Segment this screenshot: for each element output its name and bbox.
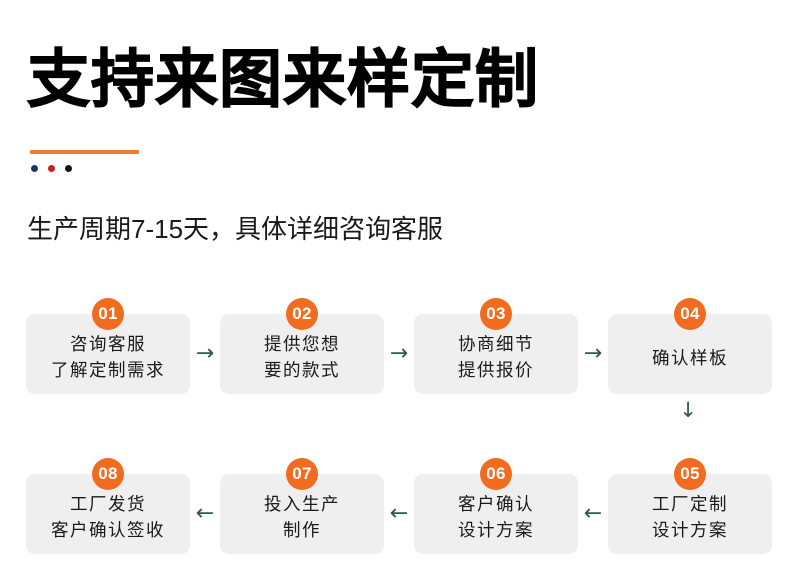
step-label-line-1: 工厂定制	[652, 494, 728, 514]
arrow-left-icon: ←	[389, 501, 409, 526]
step-label: 工厂定制 设计方案	[646, 491, 734, 543]
process-step-06: 06 客户确认 设计方案	[414, 458, 578, 554]
page-subtitle: 生产周期7-15天，具体详细咨询客服	[27, 214, 444, 244]
step-number-badge: 06	[480, 458, 512, 490]
step-number-badge: 01	[92, 298, 124, 330]
step-label: 投入生产 制作	[258, 491, 346, 543]
process-step-04: 04 确认样板	[608, 298, 772, 394]
step-label-line-2: 设计方案	[458, 520, 534, 540]
step-label-line-2: 了解定制需求	[51, 360, 165, 380]
process-flow-row-bottom: 08 工厂发货 客户确认签收 ← 07 投入生产 制作 ← 06 客户确认 设计…	[0, 458, 790, 558]
step-label-line-1: 客户确认	[458, 494, 534, 514]
process-step-02: 02 提供您想 要的款式	[220, 298, 384, 394]
step-label: 客户确认 设计方案	[452, 491, 540, 543]
step-label-line-1: 咨询客服	[70, 334, 146, 354]
step-number-badge: 07	[286, 458, 318, 490]
arrow-left-icon: ←	[583, 501, 603, 526]
arrow-right-icon: →	[389, 341, 409, 366]
arrow-left-icon: ←	[195, 501, 215, 526]
step-label: 工厂发货 客户确认签收	[45, 491, 171, 543]
step-number-badge: 03	[480, 298, 512, 330]
step-label-line-2: 提供报价	[458, 360, 534, 380]
step-label-line-1: 确认样板	[652, 348, 728, 368]
step-number-badge: 05	[674, 458, 706, 490]
step-label-line-2: 设计方案	[652, 520, 728, 540]
process-step-08: 08 工厂发货 客户确认签收	[26, 458, 190, 554]
step-label-line-1: 协商细节	[458, 334, 534, 354]
deco-dot-red-icon	[48, 165, 55, 172]
arrow-right-icon: →	[195, 341, 215, 366]
step-label: 确认样板	[646, 345, 734, 371]
step-label-line-2: 客户确认签收	[51, 520, 165, 540]
arrow-right-icon: →	[583, 341, 603, 366]
step-number-badge: 08	[92, 458, 124, 490]
decorative-dot-row	[31, 165, 72, 172]
process-step-05: 05 工厂定制 设计方案	[608, 458, 772, 554]
step-label: 提供您想 要的款式	[258, 331, 346, 383]
step-label-line-2: 制作	[283, 520, 321, 540]
page-title: 支持来图来样定制	[26, 44, 539, 115]
process-step-01: 01 咨询客服 了解定制需求	[26, 298, 190, 394]
title-underline-rule	[30, 150, 139, 154]
deco-dot-navy-icon	[31, 165, 38, 172]
arrow-down-icon: ↓	[679, 398, 697, 422]
step-label-line-1: 投入生产	[264, 494, 340, 514]
step-number-badge: 02	[286, 298, 318, 330]
step-label: 协商细节 提供报价	[452, 331, 540, 383]
step-number-badge: 04	[674, 298, 706, 330]
deco-dot-black-icon	[65, 165, 72, 172]
step-label-line-2: 要的款式	[264, 360, 340, 380]
step-label-line-1: 工厂发货	[70, 494, 146, 514]
process-step-03: 03 协商细节 提供报价	[414, 298, 578, 394]
process-flow-row-top: 01 咨询客服 了解定制需求 → 02 提供您想 要的款式 → 03 协商细节 …	[0, 298, 790, 398]
process-step-07: 07 投入生产 制作	[220, 458, 384, 554]
step-label-line-1: 提供您想	[264, 334, 340, 354]
step-label: 咨询客服 了解定制需求	[45, 331, 171, 383]
